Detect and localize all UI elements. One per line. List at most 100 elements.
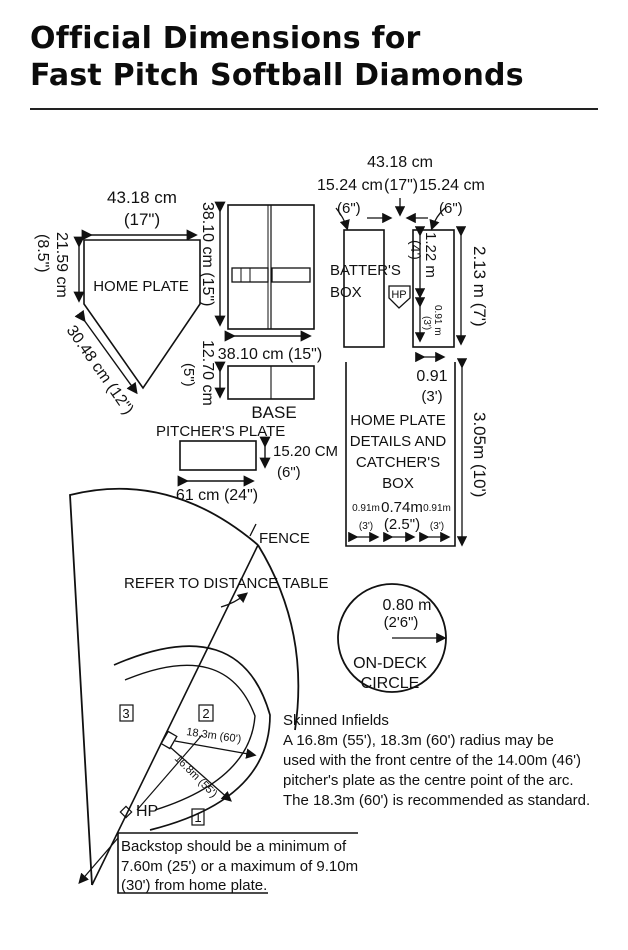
base-3-box [119,704,134,722]
on-deck-dim-in: (2'6") [384,614,419,631]
backstop-note: Backstop should be a minimum of 7.60m (2… [78,832,358,894]
base-strap-right [271,267,311,283]
on-deck-label-2: CIRCLE [361,675,420,692]
base-label: BASE [251,403,296,422]
batters-box-six-left: (6") [337,200,361,217]
refer-arc [220,592,249,608]
base-2-box [198,704,214,722]
catchers-box-label-1: HOME PLATE [350,412,446,429]
batters-box-gap-in: (3') [421,388,442,405]
field-refer-label: REFER TO DISTANCE TABLE [124,575,329,592]
page-title: Official Dimensions for Fast Pitch Softb… [30,20,610,94]
home-plate-diag: 30.48 cm (12") [63,323,137,418]
batters-box-pointer-right [429,207,446,231]
infield-arc-inner [124,664,256,811]
catchers-box-right-in: (3') [430,521,444,532]
catchers-box-right: 0.91m [423,503,451,514]
pitchers-plate-label: PITCHER'S PLATE [156,423,285,440]
base-1-box [191,808,205,826]
catchers-box-label-4: BOX [382,475,414,492]
batters-box-len-in: (4') [408,240,424,260]
backstop-line-2: 7.60m (25') or a maximum of 9.10m [121,858,358,875]
skinned-note-line-3: used with the front centre of the 14.00m… [283,752,581,769]
catchers-box-depth: 3.05m (10') [470,412,489,497]
field-fence [69,487,259,886]
field-fence-label: FENCE [259,530,310,547]
field-radius-55-arrow [169,746,232,802]
home-plate-side-in: (8.5") [34,234,51,273]
pitchers-plate-detail: PITCHER'S PLATE 15.20 CM (6") 61 cm (24"… [156,423,338,504]
backstop-bracket [117,832,358,894]
batters-box-row-mid: (17") [384,177,418,194]
field-radius-60-arrow [174,740,257,759]
infield-arc-outer [113,645,271,831]
batters-box-detail: 43.18 cm 15.24 cm (17") 15.24 cm (6") (6… [317,154,489,405]
home-plate-label: HOME PLATE [93,278,189,295]
base-3-number: 3 [122,706,129,721]
pitchers-plate-shape [179,440,257,471]
pitchers-plate-height-in: (6") [277,464,301,481]
batters-box-gap: 0.91 [416,368,447,385]
field-home-plate [119,805,133,819]
skinned-infields-note: Skinned Infields A 16.8m (55'), 18.3m (6… [283,712,590,809]
field-outfield-arc [257,544,300,731]
batters-box-row-left: 15.24 cm [317,177,383,194]
batters-box-hp: HP [391,289,406,301]
home-plate-detail: 43.18 cm (17") 21.59 cm (8.5") HOME PLAT… [34,188,201,418]
batters-box-total: 2.13 m (7') [470,246,489,327]
backstop-line-1: Backstop should be a minimum of [121,838,347,855]
base-side-dim: 38.10 cm (15") [199,202,216,306]
batters-box-label-2: BOX [330,284,362,301]
home-plate-side-cm: 21.59 cm [53,232,70,298]
batters-box-right [412,229,455,348]
title-divider [30,108,598,110]
skinned-note-line-5: The 18.3m (60') is recommended as standa… [283,792,590,809]
catchers-box-left: 0.91m [352,503,380,514]
batters-box-hp-plate [388,285,411,309]
on-deck-label-1: ON-DECK [353,655,427,672]
title-line-1: Official Dimensions for [30,21,421,56]
on-deck-circle-detail: 0.80 m (2'6") ON-DECK CIRCLE [337,583,447,693]
catchers-box-detail: HOME PLATE DETAILS AND CATCHER'S BOX 3.0… [345,358,489,547]
pitchers-plate-width-dim: 61 cm (24") [176,487,258,504]
fence-pointer [249,523,257,537]
field-foul-line [91,544,259,886]
catchers-box-center-in: (2.5") [384,516,420,533]
catchers-box-left-in: (3') [359,521,373,532]
field-baseline [136,734,203,811]
batters-box-left [343,229,385,348]
skinned-note-line-2: A 16.8m (55'), 18.3m (60') radius may be [283,732,554,749]
catchers-box-label-2: DETAILS AND [350,433,447,450]
home-plate-width-in: (17") [124,210,160,229]
skinned-note-line-4: pitcher's plate as the centre point of t… [283,772,574,789]
batters-box-inner: 0.91 m [432,305,443,336]
batters-box-inner-in: (3') [421,316,432,330]
catchers-box-center: 0.74m [381,499,423,516]
batters-box-six-right: (6") [439,200,463,217]
field-pitchers-plate [160,730,178,750]
field-hp-label: HP [136,803,158,820]
base-detail: 38.10 cm (15") 38.10 cm (15") 12.70 cm (… [180,201,322,422]
catchers-box-outline [345,362,456,547]
base-1-number: 1 [194,810,201,825]
home-plate-diag-arrow [74,309,138,395]
base-bottom-dim: 38.10 cm (15") [218,346,322,363]
base-2-number: 2 [202,706,209,721]
backstop-line-3: (30') from home plate. [121,877,267,894]
batters-box-row-right: 15.24 cm [419,177,485,194]
field-layout: 18.3m (60') 16.8m (55') 3 2 1 HP FENCE R… [69,487,329,886]
field-radius-60: 18.3m (60') [186,726,242,746]
title-line-2: Fast Pitch Softball Diamonds [30,58,524,93]
batters-box-len: 1.22 m [422,232,439,278]
base-height-in: (5") [180,363,197,387]
on-deck-dim: 0.80 m [383,597,432,614]
skinned-note-line-1: Skinned Infields [283,712,389,729]
catchers-box-label-3: CATCHER'S [356,454,440,471]
base-height-dim: 12.70 cm [199,340,216,406]
batters-box-pointer-left [335,207,350,231]
pitchers-plate-height-dim: 15.20 CM [273,443,338,460]
batters-box-top-dim: 43.18 cm [367,154,433,171]
backstop-pointer [78,837,119,884]
batters-box-label-1: BATTER'S [330,262,401,279]
